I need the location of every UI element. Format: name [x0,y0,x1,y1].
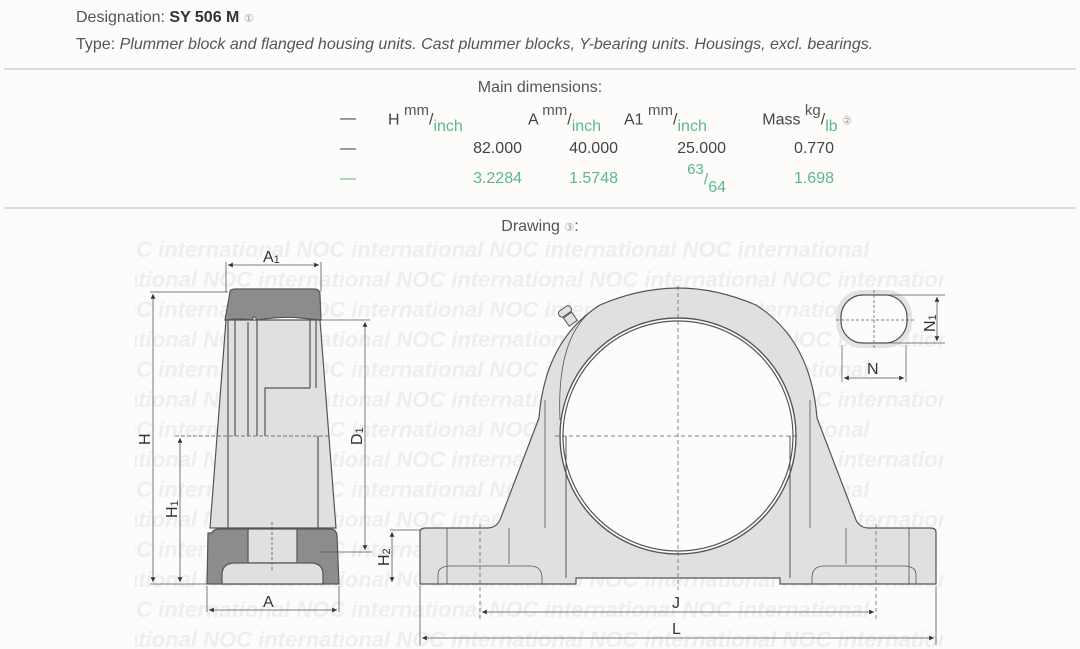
svg-text:H: H [137,433,154,445]
info-icon[interactable]: ② [842,115,852,128]
h-mm-value: 82.000 [473,140,522,157]
svg-text:NOC international NOC intern: NOC international NOC international NOC … [10,327,970,352]
drawing-title: Drawing ③: [501,218,579,235]
front-centerlines [479,286,877,620]
svg-text:L: L [672,621,681,638]
designation-label: Designation: [76,9,165,26]
svg-text:J: J [672,595,680,612]
side-view [206,288,340,585]
side-labels: A1 A H H1 D1 H2 [137,249,393,611]
a-inch-value: 1.5748 [569,170,618,187]
dimensions-table: — H mm/inch A mm/inch A1 mm/inch Mass kg… [334,101,852,197]
svg-text:NOC international NOC intern: NOC international NOC international NOC … [0,237,870,262]
svg-text:N: N [867,361,879,378]
mm-row: — 82.000 40.000 25.000 0.770 [334,134,852,164]
svg-text:NOC international NOC intern: NOC international NOC international NOC … [10,267,970,292]
front-labels: J L [672,595,681,638]
svg-text:A: A [263,594,274,611]
separator [4,68,1076,70]
type-value: Plummer block and flanged housing units.… [119,36,874,53]
svg-text:A1: A1 [263,249,280,266]
front-dimensions [419,586,937,645]
info-icon[interactable]: ③ [564,222,575,234]
row-dash: — [340,110,356,127]
separator [4,207,1076,209]
designation-line: Designation: SY 506 M ① [76,9,254,27]
main-dimensions-title: Main dimensions: [477,79,603,96]
row-dash: — [340,170,356,187]
svg-text:H1: H1 [164,500,181,518]
svg-text:NOC international NOC intern: NOC international NOC international NOC … [10,387,970,412]
header-a: A mm/inch [528,101,602,136]
type-line: Type: Plummer block and flanged housing … [76,36,873,54]
designation-value: SY 506 M [169,9,240,26]
header-a1: A1 mm/inch [624,101,707,136]
a1-mm-value: 25.000 [677,140,726,157]
side-dimensions [150,262,420,613]
header-h: H mm/inch [388,101,463,136]
svg-text:D1: D1 [349,427,366,445]
mass-lb-value: 1.698 [793,170,834,187]
svg-text:N1: N1 [922,314,939,332]
a1-inch-fraction: 63/64 [687,160,726,197]
info-icon[interactable]: ① [243,13,254,25]
inch-row: — 3.2284 1.5748 63/64 1.698 [334,160,852,197]
type-label: Type: [76,36,116,53]
row-dash: — [340,140,356,157]
h-inch-value: 3.2284 [473,170,522,187]
svg-text:NOC international NOC intern: NOC international NOC international NOC … [0,597,870,622]
header-mass: Mass kg/lb ② [762,101,852,136]
svg-text:H2: H2 [376,548,393,566]
header-row: — H mm/inch A mm/inch A1 mm/inch Mass kg… [334,101,852,136]
a-mm-value: 40.000 [569,140,618,157]
mass-kg-value: 0.770 [793,140,834,157]
slot-detail: N N1 [836,290,945,382]
